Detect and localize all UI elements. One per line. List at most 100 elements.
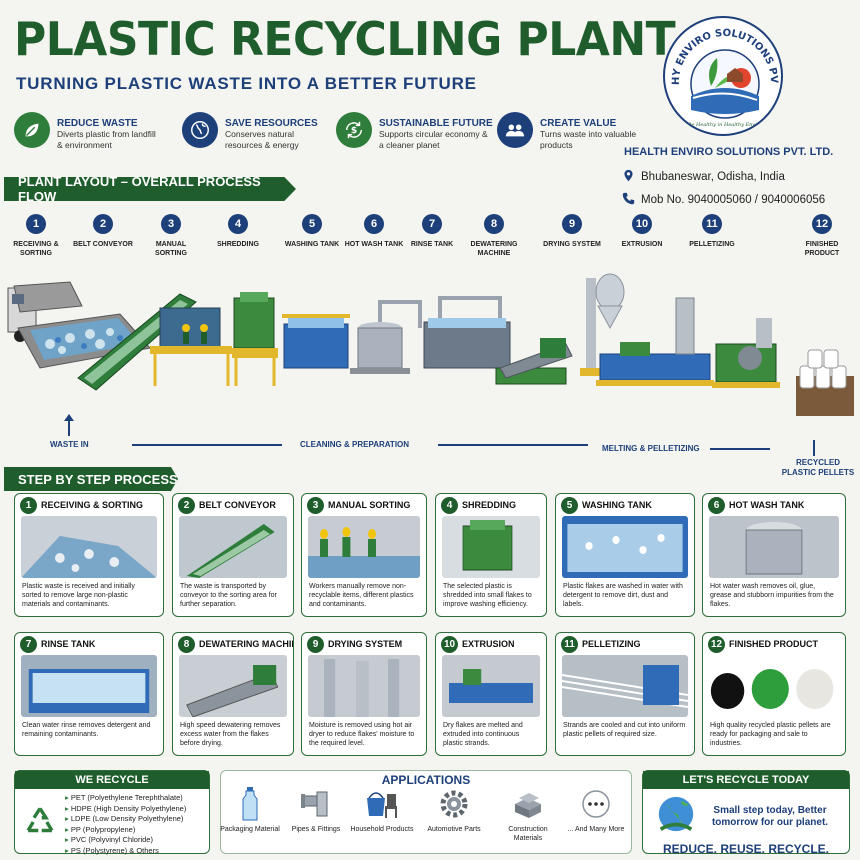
recycle-item: ▸ PET (Polyethylene Terephthalate)	[65, 793, 183, 802]
benefit-desc: Supports circular economy & a cleaner pl…	[379, 129, 488, 150]
waste-in-label: WASTE IN	[50, 440, 89, 449]
card-image	[21, 516, 157, 578]
card-image	[308, 516, 420, 578]
step-label: RECEIVING & SORTING	[13, 241, 59, 257]
step-by-step-heading: STEP BY STEP PROCESS	[4, 467, 178, 491]
plant-layout-heading: PLANT LAYOUT – OVERALL PROCESS FLOW	[4, 177, 296, 201]
card-title: HOT WASH TANK	[729, 500, 805, 510]
card-description: Hot water wash removes oil, glue, grease…	[710, 583, 834, 608]
applications-box: APPLICATIONS	[220, 770, 632, 854]
cta-box: LET'S RECYCLE TODAY Small step today, Be…	[642, 770, 850, 856]
card-description: High quality recycled plastic pellets ar…	[710, 722, 831, 747]
more-icon	[564, 786, 628, 822]
pipe-icon	[284, 786, 348, 822]
bullet-icon: ▸	[65, 814, 71, 823]
card-image	[442, 516, 540, 578]
location-pin-icon	[622, 169, 635, 185]
step-label: MANUAL SORTING	[155, 241, 187, 257]
step-label: BELT CONVEYOR	[73, 241, 133, 248]
step-label: HOT WASH TANK	[344, 241, 404, 248]
gear-icon	[422, 786, 486, 822]
card-number: 9	[307, 635, 324, 653]
card-title: EXTRUSION	[462, 639, 515, 649]
card-number: 2	[178, 496, 195, 514]
card-title: DEWATERING MACHINE	[199, 639, 294, 649]
card-title: BELT CONVEYOR	[199, 500, 276, 510]
shredder-illustration	[232, 292, 278, 386]
bullet-icon: ▸	[65, 803, 71, 813]
card-description: Workers manually remove non-recyclable i…	[309, 583, 414, 608]
card-description: Plastic waste is received and initially …	[22, 583, 135, 608]
hot-wash-tank-illustration	[350, 300, 422, 374]
globe-icon	[182, 112, 218, 148]
washing-tank-illustration	[282, 314, 350, 369]
step-number-2: 2	[93, 214, 113, 234]
bucket-chair-icon	[350, 786, 414, 822]
cta-message: Small step today, Better tomorrow for ou…	[711, 804, 829, 828]
melting-label: MELTING & PELLETIZING	[602, 444, 700, 453]
applications-heading: APPLICATIONS	[381, 773, 471, 787]
cta-slogan: REDUCE. REUSE. RECYCLE.	[662, 842, 830, 856]
company-name: HEALTH ENVIRO SOLUTIONS PVT. LTD.	[624, 146, 834, 158]
card-title: PELLETIZING	[582, 639, 641, 649]
recycled-arrow	[813, 440, 815, 456]
phone-text: Mob No. 9040005060 / 9040006056	[641, 194, 826, 206]
step-label: DEWATERING MACHINE	[470, 241, 518, 257]
card-number: 5	[561, 496, 578, 514]
bottle-icon	[218, 786, 282, 822]
app-more: ... And Many More	[564, 786, 628, 835]
card-image	[562, 516, 688, 578]
recycle-list: ▸ PET (Polyethylene Terephthalate)▸ HDPE…	[65, 793, 186, 856]
truck-illustration	[7, 281, 83, 342]
card-image	[21, 655, 157, 717]
svg-text:$: $	[351, 125, 357, 136]
step-label: WASHING TANK	[284, 241, 340, 248]
step-number-10: 10	[632, 214, 652, 234]
bullet-icon: ▸	[65, 824, 71, 834]
sorting-platform-illustration	[150, 307, 232, 386]
card-number: 1	[20, 496, 37, 514]
we-recycle-box: WE RECYCLE ▸ PET (Polyethylene Terephtha…	[14, 770, 210, 856]
step-number-5: 5	[302, 214, 322, 234]
plant-layout-illustration	[7, 273, 854, 416]
step-label: DRYING SYSTEM	[543, 241, 601, 248]
phone-icon	[622, 192, 635, 208]
card-description: Moisture is removed using hot air dryer …	[309, 722, 415, 747]
recycled-label: RECYCLED PLASTIC PELLETS	[781, 458, 855, 477]
step-number-1: 1	[26, 214, 46, 234]
company-location: Bhubaneswar, Odisha, India	[622, 169, 785, 185]
card-image	[709, 516, 839, 578]
receiving-hopper	[17, 313, 151, 369]
recycle-item: ▸ PP (Polypropylene)	[65, 824, 136, 834]
benefit-title: CREATE VALUE	[540, 118, 617, 129]
recycle-item: ▸ LDPE (Low Density Polyethylene)	[65, 814, 184, 823]
card-title: FINISHED PRODUCT	[729, 639, 819, 649]
people-icon	[497, 112, 533, 148]
card-image	[179, 655, 287, 717]
card-description: Clean water rinse removes detergent and …	[22, 722, 151, 738]
company-phone: Mob No. 9040005060 / 9040006056	[622, 192, 825, 208]
card-image	[562, 655, 688, 717]
step-label: PELLETIZING	[689, 241, 735, 248]
benefit-desc: Turns waste into valuable products	[540, 129, 637, 150]
card-description: Strands are cooled and cut into uniform …	[563, 722, 686, 738]
page-subtitle: TURNING PLASTIC WASTE INTO A BETTER FUTU…	[16, 74, 477, 93]
blocks-icon	[496, 786, 560, 822]
card-description: Plastic flakes are washed in water with …	[563, 583, 683, 608]
benefit-title: SUSTAINABLE FUTURE	[379, 118, 493, 129]
company-logo: HEALTHY ENVIRO SOLUTIONS PVT. LTD. Be He…	[663, 16, 783, 136]
extrusion-illustration	[596, 297, 714, 386]
pellet-bags-illustration	[796, 349, 854, 416]
dewatering-machine-illustration	[495, 338, 573, 385]
bullet-icon: ▸	[65, 793, 71, 802]
